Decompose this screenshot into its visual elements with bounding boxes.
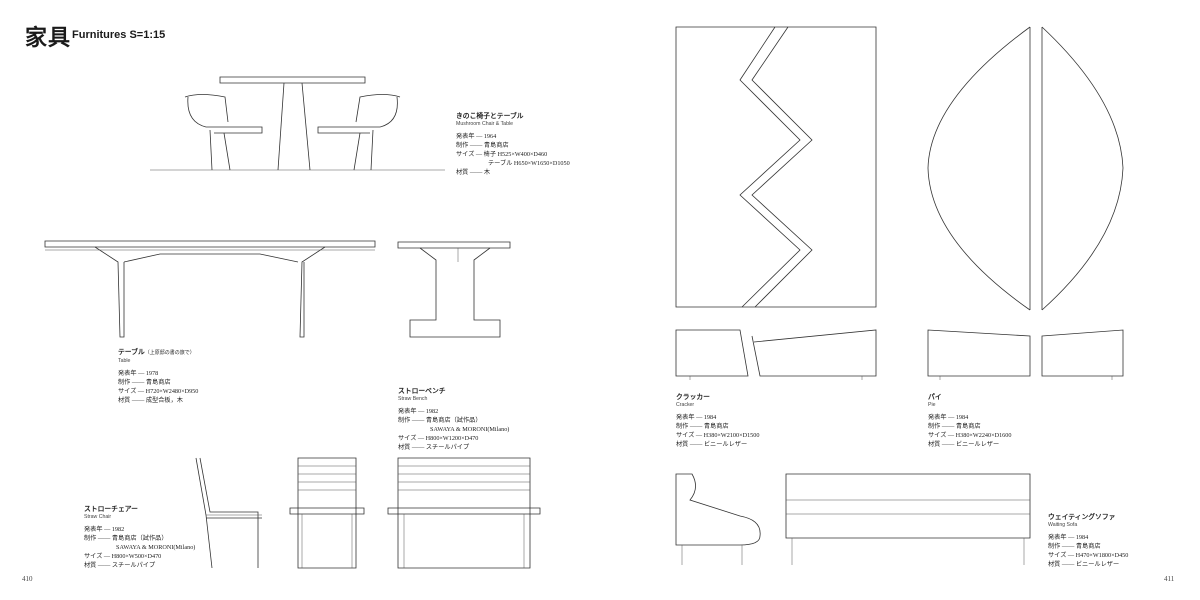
straw-bench-front-drawing	[388, 458, 540, 568]
caption-line: 材質 ―― 木	[456, 169, 491, 176]
caption-name: ウェイティングソファ	[1048, 513, 1116, 521]
caption-pie: パイ Pie 発表年 ― 1984 制作 ―― 青島商店 サイズ ― H380×…	[928, 393, 1011, 449]
caption-en: Mushroom Chair & Table	[456, 121, 513, 127]
caption-line: 制作 ―― 青島商店（試作品）	[398, 417, 482, 424]
waiting-sofa-side-drawing	[676, 474, 760, 565]
straw-chair-side-drawing	[196, 458, 262, 568]
mushroom-chair-table-drawing	[150, 77, 445, 170]
caption-line: SAWAYA & MORONI(Milano)	[430, 426, 510, 433]
straw-chair-front-drawing	[290, 458, 364, 568]
caption-name-note: （上原邸の書の旅で）	[144, 350, 195, 356]
caption-line: 材質 ―― 成型合板，木	[118, 397, 183, 404]
caption-line: 制作 ―― 青島商店	[928, 423, 981, 430]
caption-line: サイズ ― H380×W2100×D1500	[676, 432, 760, 439]
waiting-sofa-front-drawing	[786, 474, 1030, 565]
caption-line: 制作 ―― 青島商店	[456, 142, 509, 149]
pie-plan-drawing	[928, 27, 1123, 310]
caption-name: テーブル	[118, 348, 145, 356]
caption-line: 材質 ―― ビニールレザー	[928, 441, 1000, 448]
caption-name: ストローチェアー	[84, 505, 138, 513]
caption-line: 発表年 ― 1984	[1048, 534, 1089, 541]
caption-line: 発表年 ― 1984	[928, 414, 969, 421]
caption-line: 発表年 ― 1982	[398, 408, 439, 415]
caption-straw-bench: ストローベンチ Straw Bench 発表年 ― 1982 制作 ―― 青島商…	[398, 387, 509, 452]
caption-name: きのこ椅子とテーブル	[456, 112, 524, 120]
page-number-right: 411	[1164, 575, 1175, 583]
caption-cracker: クラッカー Cracker 発表年 ― 1984 制作 ―― 青島商店 サイズ …	[676, 393, 759, 449]
caption-line: サイズ ― H800×W1200×D470	[398, 435, 479, 442]
caption-line: サイズ ― H800×W500×D470	[84, 553, 162, 560]
caption-en: Waiting Sofa	[1048, 522, 1078, 528]
caption-line: 材質 ―― ビニールレザー	[1048, 561, 1120, 568]
caption-en: Table	[118, 358, 131, 364]
caption-name: パイ	[928, 393, 942, 401]
pie-elevation-drawing	[928, 330, 1123, 380]
caption-line: 材質 ―― スチールパイプ	[84, 562, 156, 569]
cracker-elevation-drawing	[676, 330, 876, 380]
caption-en: Pie	[928, 402, 936, 408]
caption-waiting-sofa: ウェイティングソファ Waiting Sofa 発表年 ― 1984 制作 ――…	[1048, 513, 1128, 569]
caption-line: サイズ ― 椅子 H525×W400×D460	[456, 151, 548, 158]
section-title: 家具	[25, 26, 72, 51]
caption-line: 制作 ―― 青島商店	[1048, 543, 1101, 550]
caption-table: テーブル（上原邸の書の旅で） Table 発表年 ― 1978 制作 ―― 青島…	[118, 348, 198, 405]
straw-bench-drawing	[398, 242, 510, 337]
caption-name: クラッカー	[676, 393, 710, 401]
section-subtitle: Furnitures S=1:15	[72, 29, 166, 41]
caption-line: 制作 ―― 青島商店	[676, 423, 729, 430]
caption-straw-chair: ストローチェアー Straw Chair 発表年 ― 1982 制作 ―― 青島…	[84, 505, 195, 570]
caption-name: ストローベンチ	[398, 387, 446, 395]
long-table-drawing	[45, 241, 375, 337]
caption-line: 発表年 ― 1982	[84, 526, 125, 533]
cracker-plan-drawing	[676, 27, 876, 307]
page-number-left: 410	[22, 575, 33, 583]
caption-line: 発表年 ― 1984	[676, 414, 717, 421]
caption-line: SAWAYA & MORONI(Milano)	[116, 544, 196, 551]
caption-line: テーブル H650×W1650×D1050	[488, 160, 570, 167]
caption-mushroom: きのこ椅子とテーブル Mushroom Chair & Table 発表年 ― …	[456, 112, 570, 177]
caption-line: サイズ ― H470×W1800×D450	[1048, 552, 1129, 559]
caption-en: Straw Chair	[84, 514, 112, 520]
caption-line: 発表年 ― 1978	[118, 370, 159, 377]
caption-en: Cracker	[676, 402, 695, 408]
caption-line: 制作 ―― 青島商店	[118, 379, 171, 386]
caption-line: 材質 ―― スチールパイプ	[398, 444, 470, 451]
caption-line: 制作 ―― 青島商店（試作品）	[84, 535, 168, 542]
caption-line: 材質 ―― ビニールレザー	[676, 441, 748, 448]
caption-line: サイズ ― H720×W2480×D950	[118, 388, 199, 395]
caption-en: Straw Bench	[398, 396, 428, 402]
caption-line: 発表年 ― 1964	[456, 133, 497, 140]
caption-line: サイズ ― H380×W2240×D1600	[928, 432, 1012, 439]
